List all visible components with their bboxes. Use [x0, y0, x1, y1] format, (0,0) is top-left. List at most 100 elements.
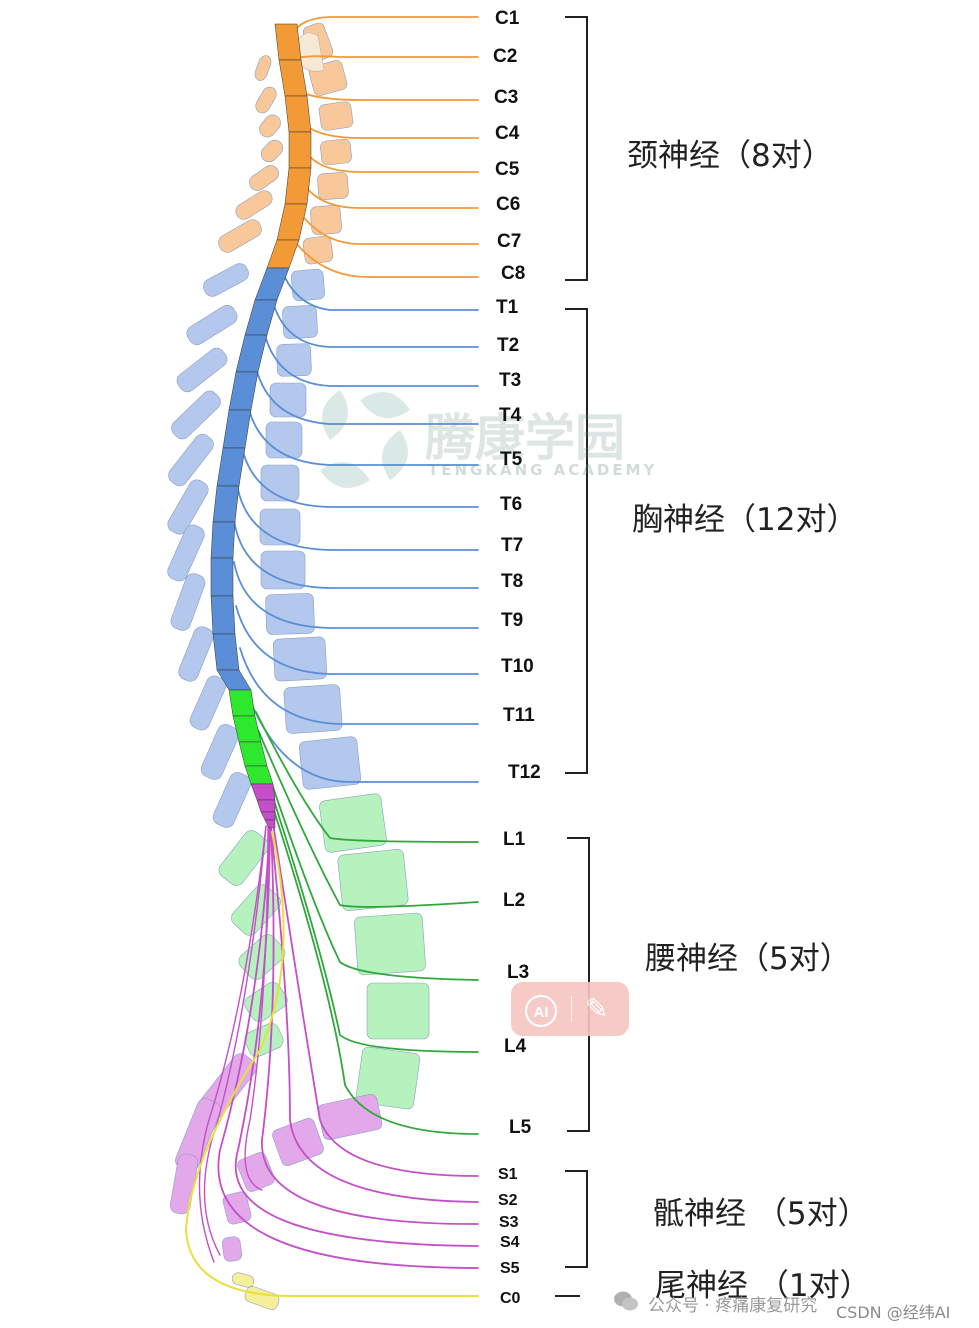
- vertebral-body: [282, 305, 318, 339]
- nerve-root: [261, 807, 479, 1225]
- nerve-label-cervical: C6: [496, 194, 521, 215]
- spinal-cord-cervical: [276, 203, 308, 241]
- spinal-cord-thoracic: [216, 447, 246, 487]
- group-bracket: [565, 1170, 588, 1268]
- nerve-root: [239, 647, 479, 725]
- spinal-cord-thoracic: [244, 299, 278, 336]
- nerve-label-cervical: C7: [497, 231, 522, 252]
- spinous-process: [218, 830, 270, 886]
- nerve-label-cervical: C8: [501, 263, 526, 284]
- group-label-sacral: 骶神经 （5对）: [653, 1196, 869, 1232]
- nerve-label-sacral: S3: [499, 1214, 519, 1231]
- spinous-process: [203, 263, 249, 297]
- group-label-lumbar: 腰神经（5对）: [645, 941, 851, 977]
- spinal-cord-sacral: [256, 799, 276, 813]
- nerve-label-lumbar: L4: [504, 1036, 527, 1057]
- vertebral-body: [354, 912, 426, 976]
- spinous-process: [178, 626, 214, 682]
- badge-divider: [571, 996, 572, 1022]
- spinous-process: [189, 675, 227, 731]
- spinal-cord-sacral: [250, 783, 276, 801]
- spinous-process: [235, 190, 273, 220]
- nerve-label-thoracic: T3: [499, 370, 522, 391]
- spinal-cord-cervical: [284, 167, 312, 205]
- vertebral-body: [283, 684, 343, 734]
- vertebral-body: [272, 636, 328, 682]
- nerve-root: [217, 819, 479, 1269]
- magic-wand-icon[interactable]: ✎: [585, 992, 609, 1025]
- nerve-root: [198, 825, 267, 1263]
- spinous-process: [167, 524, 205, 582]
- ai-assistant-badge[interactable]: AI ✎: [511, 982, 629, 1036]
- nerve-label-cervical: C1: [495, 8, 520, 29]
- watermark-logo-leaf: [360, 392, 410, 418]
- nerve-label-thoracic: T4: [499, 405, 522, 426]
- nerve-label-thoracic: T1: [496, 297, 519, 318]
- vertebral-body: [222, 1191, 252, 1225]
- vertebral-body: [290, 268, 326, 302]
- nerve-label-thoracic: T2: [497, 335, 520, 356]
- spinal-cord-thoracic: [228, 371, 259, 411]
- spinous-process: [168, 433, 214, 487]
- watermark-subtext: TENGKANG ACADEMY: [428, 461, 658, 479]
- vertebral-body: [269, 382, 307, 418]
- spinal-cord-cervical: [284, 95, 312, 133]
- spinal-cord-thoracic: [210, 557, 234, 597]
- spinal-cord-thoracic: [235, 334, 268, 373]
- nerve-label-thoracic: T11: [503, 705, 535, 726]
- spinal-cord-sacral: [260, 811, 276, 821]
- spinal-cord-thoracic: [212, 485, 240, 523]
- nerve-label-sacral: S5: [500, 1260, 520, 1277]
- spinal-cord-sacral: [264, 819, 276, 829]
- nerve-root: [203, 825, 267, 1256]
- spinal-cord-thoracic: [212, 633, 240, 671]
- vertebral-body: [265, 593, 315, 635]
- spinous-process: [212, 772, 252, 828]
- wechat-icon: [614, 1291, 638, 1311]
- nerve-label-coccygeal: C0: [500, 1290, 521, 1307]
- vertebral-body: [320, 138, 352, 166]
- spinous-process: [170, 573, 206, 631]
- vertebral-body: [221, 1236, 243, 1262]
- spinous-process: [171, 390, 221, 440]
- nerve-root: [255, 711, 479, 843]
- nerve-label-cervical: C3: [494, 87, 519, 108]
- spinous-process: [260, 139, 284, 163]
- group-label-cervical: 颈神经（8对）: [627, 138, 833, 174]
- vertebral-body: [272, 1118, 324, 1166]
- vertebral-body: [355, 1046, 421, 1110]
- group-bracket: [565, 16, 588, 281]
- nerve-root: [235, 605, 479, 675]
- spinous-process: [176, 347, 228, 393]
- watermark-logo-leaf: [382, 430, 408, 480]
- footer-account-text: 公众号 · 疼痛康复研究: [648, 1296, 818, 1316]
- spinal-cord-thoracic: [210, 595, 236, 635]
- nerve-label-sacral: S2: [498, 1192, 518, 1209]
- nerve-root: [233, 519, 479, 589]
- spinal-cord-thoracic: [210, 521, 236, 559]
- vertebral-body: [231, 1272, 255, 1288]
- watermark-logo: [320, 390, 410, 488]
- nerve-label-thoracic: T7: [501, 535, 524, 556]
- dens: [297, 32, 325, 72]
- nerve-root: [245, 689, 479, 783]
- spinous-process: [254, 55, 272, 81]
- nerve-label-cervical: C5: [495, 159, 520, 180]
- ai-icon[interactable]: AI: [525, 995, 557, 1027]
- nerve-label-thoracic: T12: [508, 762, 541, 783]
- vertebral-body: [265, 421, 303, 459]
- vertebral-body: [310, 204, 342, 236]
- group-label-coccygeal: 尾神经 （1对）: [655, 1268, 871, 1304]
- vertebral-body: [276, 343, 312, 377]
- spinous-process: [167, 479, 209, 535]
- spinal-cord-lumbar: [238, 741, 268, 767]
- nerve-label-thoracic: T5: [500, 449, 523, 470]
- nerve-label-lumbar: L3: [507, 962, 530, 983]
- vertebral-body: [317, 172, 349, 200]
- nerve-root: [263, 779, 479, 1135]
- nerve-root: [244, 825, 269, 1191]
- nerve-label-sacral: S4: [500, 1234, 520, 1251]
- group-bracket: [565, 308, 588, 774]
- spinous-process: [231, 884, 281, 936]
- spinal-cord-cervical: [288, 131, 312, 169]
